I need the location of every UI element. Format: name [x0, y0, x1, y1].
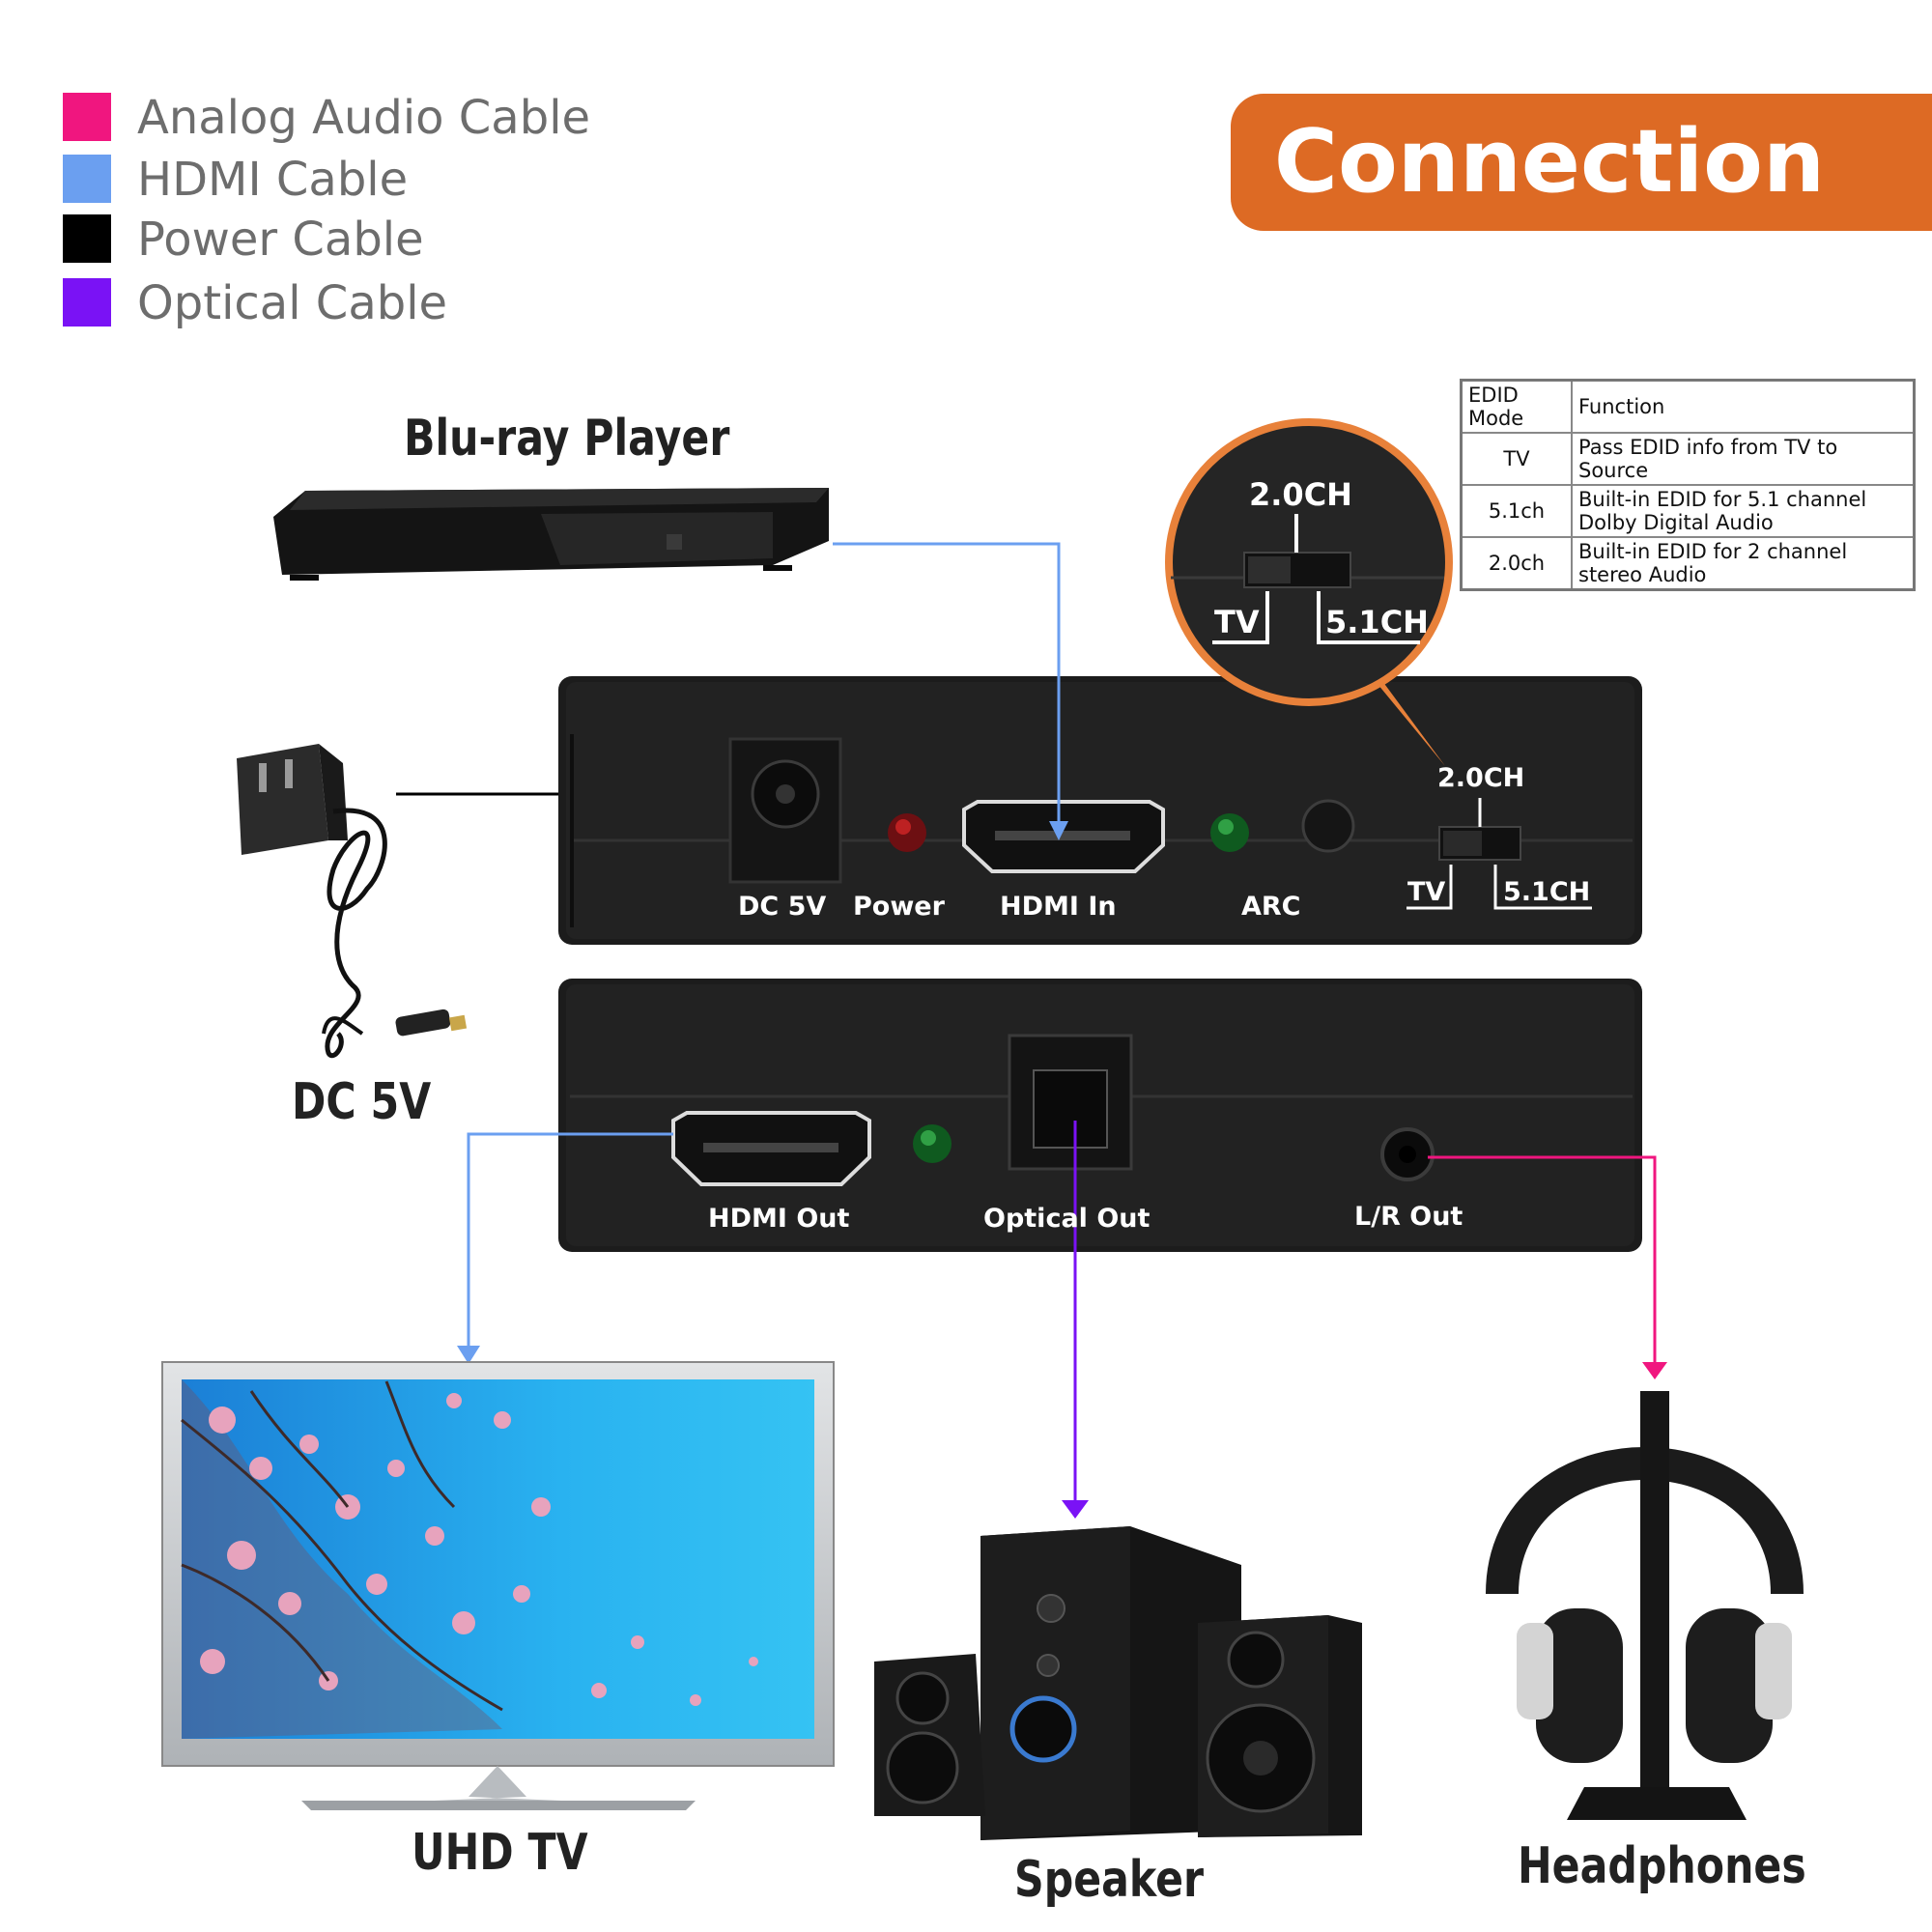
power-adapter-image — [237, 744, 468, 1058]
front-hdmi-in-label: HDMI In — [1000, 892, 1117, 922]
analog-cable-line — [1428, 1155, 1657, 1364]
legend-label-analog: Analog Audio Cable — [137, 91, 591, 145]
zoom-right-label: 5.1CH — [1325, 604, 1429, 640]
hdmi-in-arrow — [1049, 821, 1068, 840]
speaker-label: Speaker — [1014, 1851, 1205, 1909]
analog-audio-swatch — [63, 93, 111, 141]
title-banner: Connection — [1231, 94, 1932, 231]
hdmi-out-arrow — [457, 1346, 480, 1364]
back-hdmi-out-label: HDMI Out — [708, 1204, 850, 1234]
converter-back-panel — [558, 979, 1642, 1252]
front-power-label: Power — [853, 892, 945, 922]
bluray-label: Blu-ray Player — [404, 410, 730, 468]
speaker-image — [874, 1526, 1362, 1840]
headphones-label: Headphones — [1518, 1837, 1806, 1895]
converter-front-panel — [558, 676, 1642, 945]
front-switch-right-label: 5.1CH — [1503, 877, 1591, 907]
front-switch-left-label: TV — [1407, 877, 1446, 907]
table-header: EDID Mode — [1460, 379, 1573, 434]
back-optical-out-label: Optical Out — [983, 1204, 1151, 1234]
zoom-top-label: 2.0CH — [1249, 476, 1352, 513]
table-cell: 2.0ch — [1460, 536, 1573, 591]
legend-label-power: Power Cable — [137, 213, 424, 267]
table-row: TV Pass EDID info from TV to Source — [1460, 432, 1916, 486]
switch-zoom-callout — [1165, 418, 1453, 766]
table-header: Function — [1571, 379, 1916, 434]
analog-arrow — [1642, 1362, 1667, 1379]
optical-arrow — [1062, 1500, 1089, 1519]
front-switch-top-label: 2.0CH — [1437, 763, 1525, 793]
tv-label: UHD TV — [412, 1824, 588, 1882]
edid-mode-table: EDID Mode Function TV Pass EDID info fro… — [1460, 379, 1916, 591]
legend-label-hdmi: HDMI Cable — [137, 153, 409, 207]
table-cell: TV — [1460, 432, 1573, 486]
optical-swatch — [63, 278, 111, 327]
headphones-image — [1486, 1391, 1804, 1820]
front-dc-label: DC 5V — [738, 892, 827, 922]
hdmi-in-cable-line — [833, 542, 1061, 833]
table-cell: Built-in EDID for 5.1 channel Dolby Digi… — [1571, 484, 1916, 538]
power-swatch — [63, 214, 111, 263]
dc-label: DC 5V — [292, 1073, 432, 1131]
zoom-left-label: TV — [1214, 604, 1260, 640]
uhd-tv-image — [161, 1361, 835, 1810]
back-lr-out-label: L/R Out — [1354, 1202, 1463, 1232]
table-row: 5.1ch Built-in EDID for 5.1 channel Dolb… — [1460, 484, 1916, 538]
legend-label-optical: Optical Cable — [137, 276, 448, 330]
table-header-row: EDID Mode Function — [1460, 379, 1916, 434]
table-row: 2.0ch Built-in EDID for 2 channel stereo… — [1460, 536, 1916, 591]
table-cell: 5.1ch — [1460, 484, 1573, 538]
page-title: Connection — [1273, 111, 1826, 213]
bluray-player-image — [273, 488, 829, 581]
front-arc-label: ARC — [1241, 892, 1301, 922]
table-cell: Pass EDID info from TV to Source — [1571, 432, 1916, 486]
hdmi-out-cable-line — [467, 1132, 673, 1350]
table-cell: Built-in EDID for 2 channel stereo Audio — [1571, 536, 1916, 591]
hdmi-swatch — [63, 155, 111, 203]
